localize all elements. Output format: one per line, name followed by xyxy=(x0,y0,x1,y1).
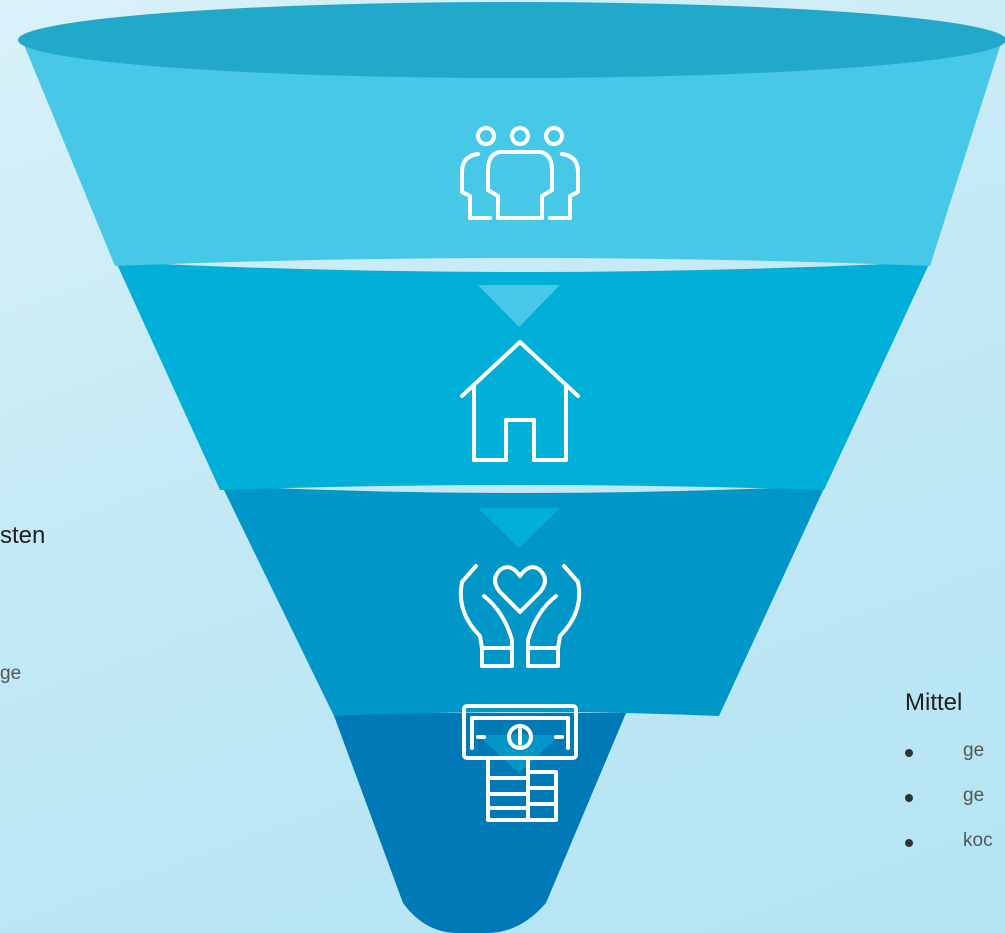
bullet-text: ge xyxy=(963,740,985,761)
bullet-dot xyxy=(905,839,913,847)
money-coins-icon xyxy=(462,704,578,822)
right-label-title: Mittel xyxy=(905,689,963,716)
funnel-rim xyxy=(18,2,1005,78)
stage-arrow-2 xyxy=(478,508,560,548)
bullet-text: ge xyxy=(963,785,985,806)
house-icon xyxy=(460,340,580,462)
funnel-stage-4 xyxy=(333,713,626,933)
bullet-dot xyxy=(905,749,913,757)
funnel-stage-2 xyxy=(116,262,930,490)
bullet-text: koc xyxy=(963,830,993,851)
left-label-subtext: ge xyxy=(0,663,22,684)
stage-arrow-1 xyxy=(478,285,560,327)
funnel-stage-3 xyxy=(222,486,825,716)
left-label-title: sten xyxy=(0,522,46,549)
heart-hands-icon xyxy=(458,564,582,668)
stage-arrow-3 xyxy=(478,735,560,773)
people-group-icon xyxy=(460,126,580,220)
bullet-dot xyxy=(905,794,913,802)
